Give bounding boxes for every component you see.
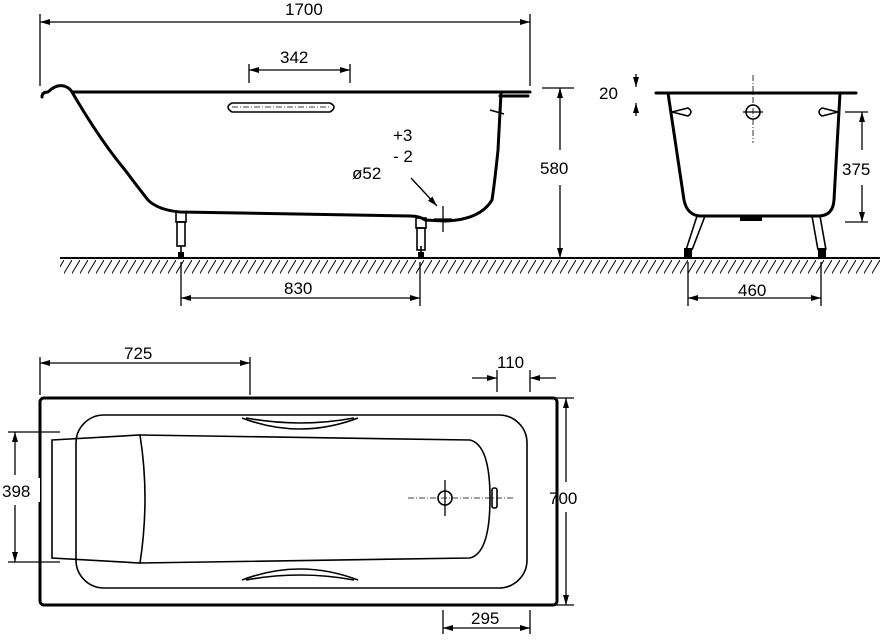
handle-side <box>227 102 335 113</box>
dim-leg-spacing-end: 460 <box>738 281 766 300</box>
leg-right <box>415 217 427 258</box>
drain-diameter: ø52 <box>352 164 381 183</box>
leg-left <box>175 211 187 258</box>
dim-inner-width: 398 <box>2 482 30 501</box>
dim-leg-spacing-side: 830 <box>284 279 312 298</box>
dim-height: 580 <box>540 159 568 178</box>
dim-drain-offset: 295 <box>471 609 499 628</box>
dim-overall-width: 700 <box>549 489 577 508</box>
dim-overflow-height: 375 <box>842 160 870 179</box>
dim-handle-length: 342 <box>280 48 308 67</box>
dim-handle-offset: 725 <box>124 344 152 363</box>
dim-rim-thickness: 20 <box>599 84 618 103</box>
drain-tol-plus: +3 <box>393 126 412 145</box>
floor <box>60 257 880 277</box>
dim-overflow-offset: 110 <box>497 353 524 372</box>
tub-side-outline <box>40 84 532 223</box>
plan-view: 725 110 398 700 295 <box>0 344 577 634</box>
dim-overall-length: 1700 <box>285 0 323 19</box>
drain-tol-minus: - 2 <box>393 147 413 166</box>
side-view: 1700 342 +3 - 2 ø52 580 <box>39 0 574 306</box>
end-view: 20 375 460 <box>599 74 870 306</box>
